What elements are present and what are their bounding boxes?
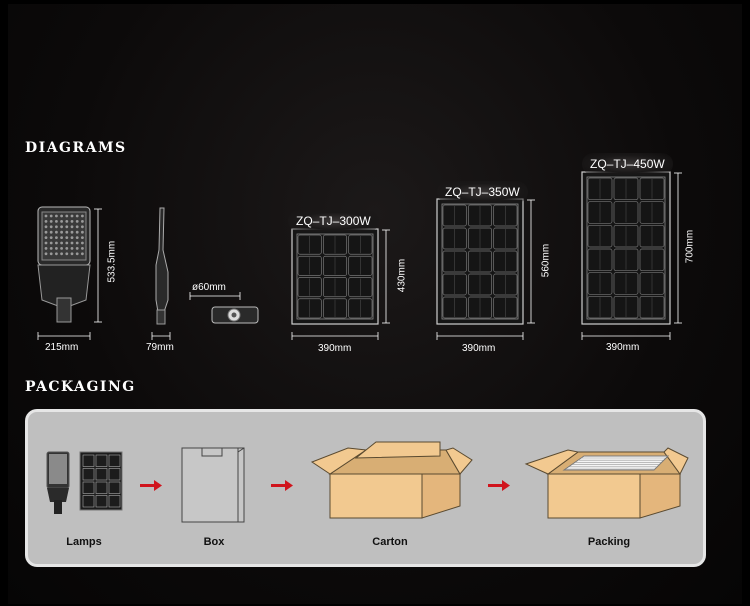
lamp-width-label: 215mm	[45, 342, 79, 353]
pole-diameter-label: ø60mm	[192, 282, 226, 293]
panel-300w-height: 430mm	[396, 258, 408, 293]
solar-panel-3-icon	[581, 171, 671, 325]
lamp-depth-label: 79mm	[146, 342, 174, 353]
diagrams-heading: DIAGRAMS	[25, 140, 127, 156]
arrow-1-icon	[140, 480, 162, 491]
panel-450w-width: 390mm	[606, 342, 640, 353]
packing-icon	[524, 447, 689, 519]
panel-350w-width: 390mm	[462, 343, 496, 354]
lamps-icon	[46, 451, 123, 514]
step-packing-label: Packing	[587, 536, 631, 548]
packaging-heading: PACKAGING	[25, 379, 136, 395]
pole-fitting-icon	[189, 292, 259, 324]
box-icon	[181, 447, 245, 523]
arrow-3-icon	[488, 480, 510, 491]
lamp-front-icon	[37, 206, 91, 323]
carton-icon	[310, 441, 473, 519]
arrow-2-icon	[271, 480, 293, 491]
solar-panel-2-icon	[436, 198, 524, 325]
lamp-height-label: 533.5mm	[106, 240, 118, 283]
lamp-side-icon	[155, 207, 169, 325]
packaging-panel: Lamps Box Carton Packing	[25, 409, 706, 567]
step-carton-label: Carton	[372, 536, 408, 548]
panel-350w-height: 560mm	[540, 243, 552, 278]
panel-300w-width: 390mm	[318, 343, 352, 354]
step-box-label: Box	[203, 536, 225, 548]
packaging-drawing	[46, 441, 689, 523]
panel-450w-model: ZQ–TJ–450W	[582, 153, 673, 175]
step-lamps-label: Lamps	[66, 536, 102, 548]
panel-350w-model: ZQ–TJ–350W	[437, 181, 528, 203]
panel-300w-model: ZQ–TJ–300W	[288, 210, 379, 232]
solar-panel-1-icon	[291, 228, 379, 325]
panel-450w-height: 700mm	[684, 229, 696, 264]
